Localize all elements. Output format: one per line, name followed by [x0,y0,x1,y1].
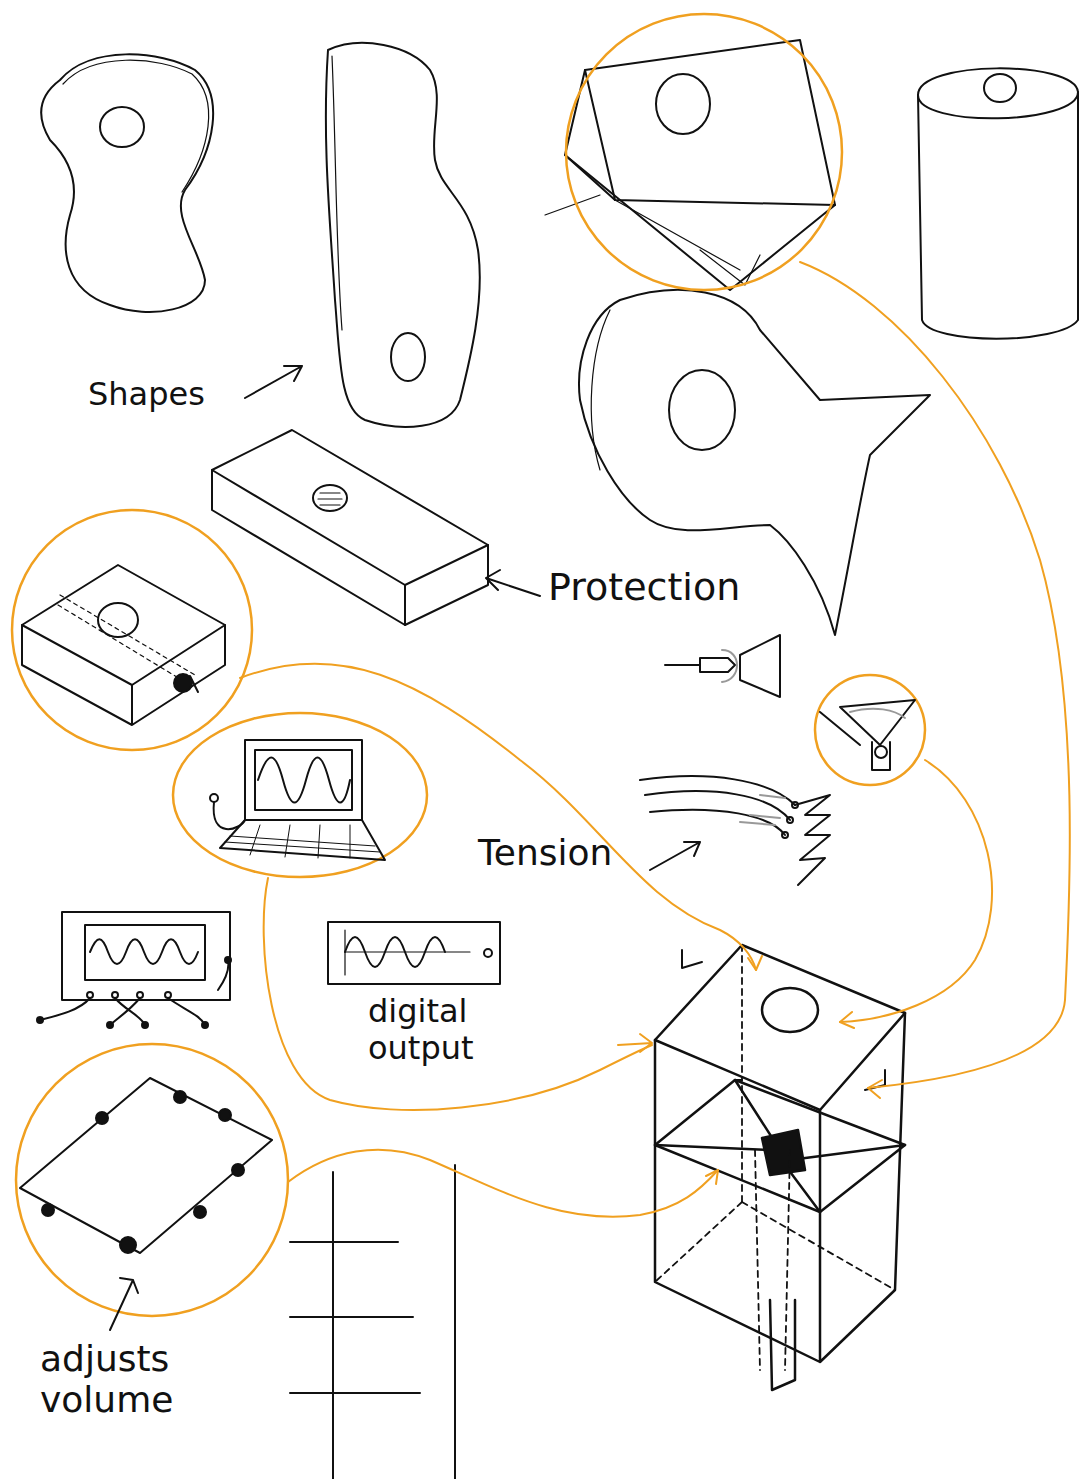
leader-curve [240,262,1070,1217]
digital-display [328,922,500,984]
tuning-peg [665,635,780,697]
caption-label: Shapes [88,376,288,413]
arrow-line [486,570,540,596]
caption-label: adjusts volume [40,1338,240,1421]
volume-frame [20,1078,272,1330]
caption-label: Protection [548,566,808,610]
caption-label: digital output [368,993,538,1067]
cylinder-shape [918,68,1078,338]
oscilloscope-icon [37,912,231,1028]
peg-detail [820,700,915,770]
highlight-circle [12,14,925,1316]
laptop-icon [210,740,385,860]
blob-shape [41,54,213,312]
caption-label: Tension [478,832,678,873]
ladder-lines [290,1165,455,1479]
speaker-enclosure [655,945,905,1390]
blob-shape [326,43,480,427]
arrow-line [650,842,700,870]
tension-strings [640,776,830,885]
box-knob [22,565,225,725]
arrow-line [245,366,302,398]
protection-box [212,430,540,625]
